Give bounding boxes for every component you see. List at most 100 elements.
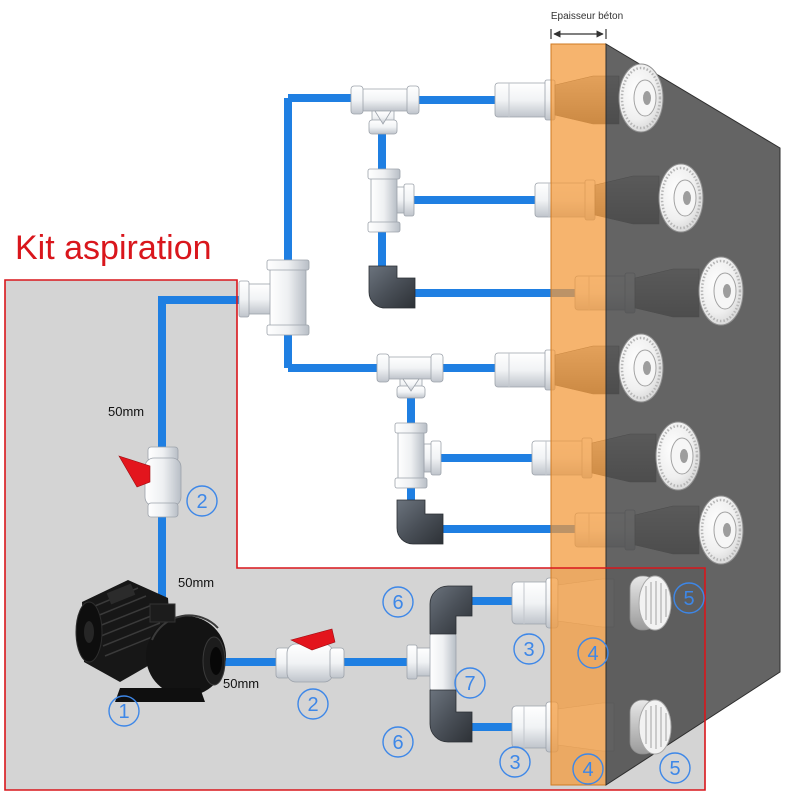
tee-fitting-icon xyxy=(350,85,420,135)
tee-collar xyxy=(394,477,428,489)
marker-number: 3 xyxy=(509,752,520,774)
elbow-fitting-icon xyxy=(396,499,444,545)
kit-border xyxy=(4,279,706,791)
jet-face-grip xyxy=(657,424,699,488)
jet-sleeve xyxy=(494,352,552,388)
marker-circle xyxy=(659,752,691,784)
pump-outlet xyxy=(149,603,176,623)
tee-joint xyxy=(402,378,420,392)
callout-marker: 6 xyxy=(382,586,414,618)
callout-marker: 5 xyxy=(673,582,705,614)
tee-body xyxy=(380,356,440,380)
marker-number: 4 xyxy=(582,759,593,781)
tee-collar xyxy=(266,259,310,271)
valve-body xyxy=(286,643,334,683)
suction-cover-icon xyxy=(629,575,672,631)
tee-fitting-icon xyxy=(376,353,444,399)
jet-face-nozzle xyxy=(680,449,688,463)
marker-number: 1 xyxy=(118,701,129,723)
tee-collar xyxy=(266,324,310,336)
jet-face-nozzle xyxy=(723,284,731,298)
marker-number: 5 xyxy=(683,588,694,610)
tee-fitting-icon xyxy=(238,259,310,336)
callout-marker: 5 xyxy=(659,752,691,784)
tee-collar xyxy=(376,353,390,383)
jet-sleeve xyxy=(494,82,552,118)
tee-collar xyxy=(367,221,401,233)
tee-fitting-icon xyxy=(367,168,415,233)
valve-handle xyxy=(118,455,151,488)
marker-circle xyxy=(454,667,486,699)
valve-union xyxy=(147,502,179,518)
tee-collar xyxy=(238,280,250,318)
marker-circle xyxy=(382,726,414,758)
marker-circle xyxy=(673,582,705,614)
jet-face-icon xyxy=(618,333,664,403)
tee-collar xyxy=(430,440,442,476)
jet-face-icon xyxy=(698,495,744,565)
thickness-arrow xyxy=(550,29,607,39)
valve-union xyxy=(329,647,345,679)
jet-face-grip xyxy=(620,66,662,130)
tee-body xyxy=(429,632,457,692)
jet-face-grip xyxy=(620,336,662,400)
marker-number: 6 xyxy=(392,592,403,614)
ball-valve-icon xyxy=(118,446,182,518)
marker-number: 3 xyxy=(523,639,534,661)
tee-collar xyxy=(367,168,401,180)
jet-face-nozzle xyxy=(723,523,731,537)
tee-body xyxy=(397,425,425,487)
marker-number: 2 xyxy=(307,694,318,716)
jet-face-icon xyxy=(658,163,704,233)
tee-collar xyxy=(403,183,415,217)
marker-circle xyxy=(382,586,414,618)
volute-highlight xyxy=(151,614,219,641)
jet-face-grip xyxy=(700,498,742,562)
motor-fin xyxy=(98,604,153,627)
jet-face-nozzle xyxy=(683,191,691,205)
jet-face-grip xyxy=(700,259,742,323)
motor-fin xyxy=(96,595,147,617)
callout-marker: 7 xyxy=(454,667,486,699)
jet-face-icon xyxy=(655,421,701,491)
jet-face-icon xyxy=(618,63,664,133)
elbow-fitting-icon xyxy=(429,585,473,635)
valve-handle xyxy=(290,628,336,651)
marker-circle xyxy=(499,746,531,778)
marker-circle xyxy=(513,633,545,665)
motor-fan-hub xyxy=(84,621,94,643)
suction-cover-icon xyxy=(629,699,672,755)
elbow-fitting-icon xyxy=(368,265,416,309)
tee-fitting-icon xyxy=(394,422,442,489)
tee-body xyxy=(370,171,398,231)
pool-wall xyxy=(605,43,781,786)
jet-face-nozzle xyxy=(643,91,651,105)
marker-number: 6 xyxy=(392,732,403,754)
pipe-size-label: 50mm xyxy=(223,676,259,691)
pipe-size-label: 50mm xyxy=(108,404,144,419)
elbow-fitting-icon xyxy=(429,689,473,743)
valve-body xyxy=(144,457,182,507)
tee-collar xyxy=(394,422,428,434)
callout-marker: 6 xyxy=(382,726,414,758)
cover-face xyxy=(638,575,672,631)
pipe-size-label: 50mm xyxy=(178,575,214,590)
pump-icon xyxy=(75,580,226,702)
pump-base xyxy=(115,688,205,702)
marker-circle xyxy=(577,637,609,669)
concrete-wall-band xyxy=(550,43,607,786)
marker-circle xyxy=(572,753,604,785)
concrete-thickness-label: Epaisseur béton xyxy=(551,11,623,22)
motor-fin xyxy=(100,613,157,637)
marker-number: 7 xyxy=(464,673,475,695)
tee-collar xyxy=(406,644,418,680)
jet-face-nozzle xyxy=(643,361,651,375)
tee-body xyxy=(355,88,415,112)
marker-circle xyxy=(297,688,329,720)
callout-marker: 4 xyxy=(577,637,609,669)
marker-circle xyxy=(108,695,140,727)
marker-number: 5 xyxy=(669,758,680,780)
jet-face-grip xyxy=(660,166,702,230)
callout-marker: 1 xyxy=(108,695,140,727)
callout-marker: 4 xyxy=(572,753,604,785)
